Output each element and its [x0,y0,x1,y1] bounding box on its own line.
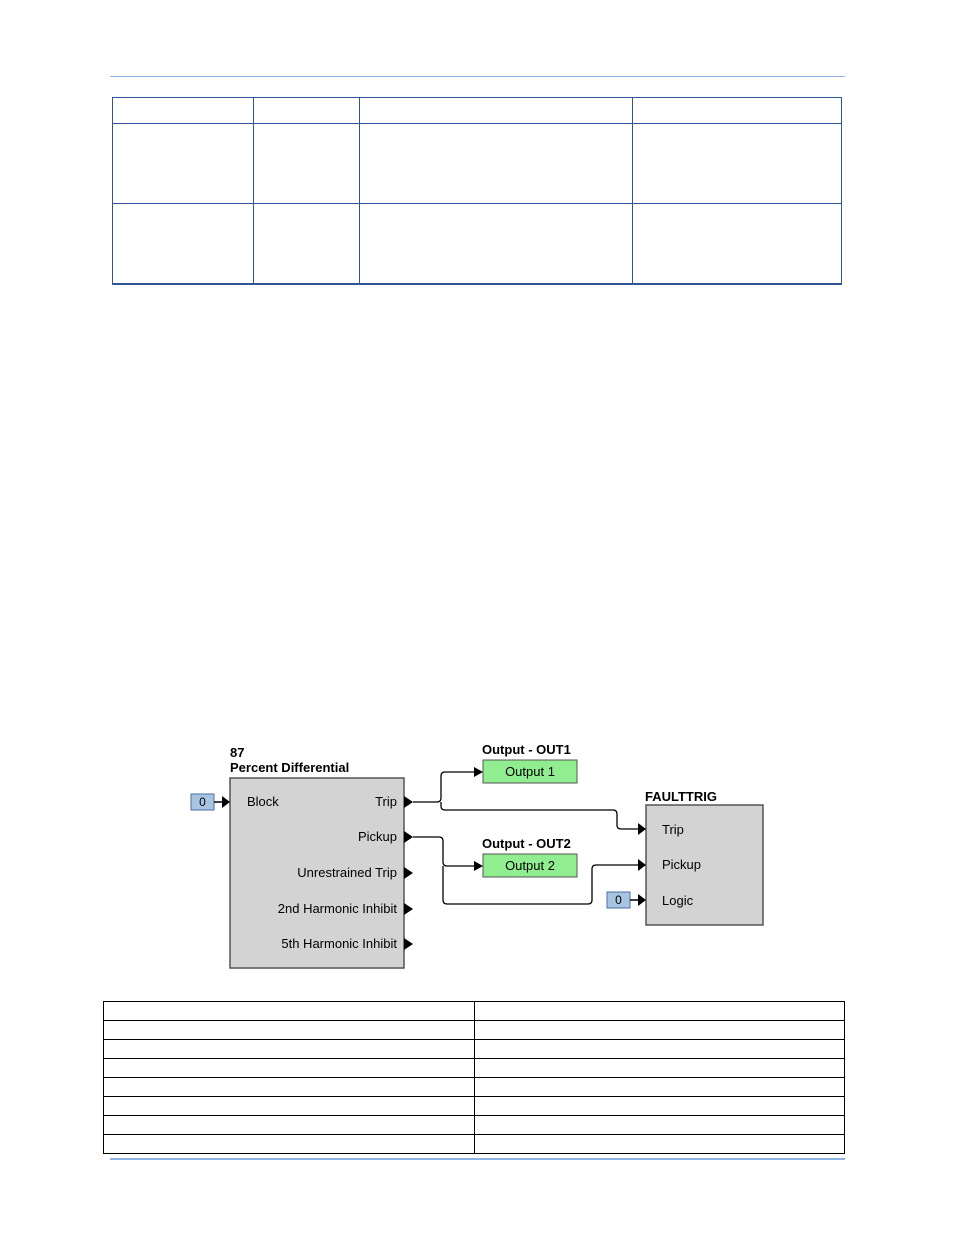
table-cell [474,1096,845,1116]
table-cell [632,203,842,285]
out2-label: Output 2 [505,858,555,873]
table-cell [103,1001,475,1021]
footer-rule [110,1158,845,1160]
settings-summary-table [103,1001,845,1154]
out2-title: Output - OUT2 [482,836,571,851]
table-row [103,1039,845,1059]
table-cell [103,1077,475,1097]
arrow-out1-input [474,767,483,777]
table-cell [632,97,842,124]
table-cell [359,203,633,285]
table-header-row [112,97,842,124]
table-cell [632,123,842,204]
table-cell [103,1096,475,1116]
header-rule [110,76,845,77]
faulttrig-in-trip: Trip [662,822,684,837]
constant-block-value: 0 [199,795,206,809]
table-cell [474,1058,845,1078]
block87-name: Percent Differential [230,760,349,775]
table-row [103,1134,845,1154]
block87-out-unrestrained: Unrestrained Trip [297,865,397,880]
table-cell [474,1020,845,1040]
out1-label: Output 1 [505,764,555,779]
block87-out-2nd-harmonic: 2nd Harmonic Inhibit [278,901,398,916]
table-cell [112,97,254,124]
table-cell [474,1001,845,1021]
faulttrig-title: FAULTTRIG [645,789,717,804]
arrow-out-unrestrained [404,867,413,879]
table-cell [112,203,254,285]
arrow-out-trip [404,796,413,808]
table-row [103,1001,845,1021]
faulttrig-in-pickup: Pickup [662,857,701,872]
wire-trip-faulttrig [440,802,639,830]
arrow-out-pickup [404,831,413,843]
table-row [112,203,842,285]
table-cell [359,97,633,124]
table-cell [253,97,360,124]
settings-table [112,97,842,285]
out2-block[interactable] [482,853,578,878]
arrow-out2-input [474,861,483,871]
table-row [103,1058,845,1078]
block87-body[interactable] [229,777,405,969]
arrow-faulttrig-pickup [638,859,646,871]
block87-out-trip: Trip [375,794,397,809]
block87-out-pickup: Pickup [358,829,397,844]
table-row [103,1115,845,1135]
table-cell [103,1134,475,1154]
table-row [103,1077,845,1097]
table-cell [103,1058,475,1078]
table-cell [112,123,254,204]
block87-input-label: Block [247,794,279,809]
table-cell [103,1020,475,1040]
block87-out-5th-harmonic: 5th Harmonic Inhibit [281,936,397,951]
table-cell [253,203,360,285]
wire-pickup-faulttrig [442,864,639,905]
out1-block[interactable] [482,759,578,784]
constant-logic-value: 0 [615,893,622,907]
block87-number: 87 [230,745,244,760]
arrow-out-2nd-harmonic [404,903,413,915]
table-cell [474,1039,845,1059]
table-cell [103,1115,475,1135]
wire-pickup-out2 [413,836,475,867]
table-cell [474,1115,845,1135]
arrow-faulttrig-logic [638,894,646,906]
arrow-faulttrig-trip [638,823,646,835]
table-row [112,123,842,204]
table-row [103,1020,845,1040]
table-cell [474,1077,845,1097]
arrow-out-5th-harmonic [404,938,413,950]
table-cell [103,1039,475,1059]
logic-diagram: 87 Percent Differential 0 Block Trip Pic… [190,742,764,969]
faulttrig-in-logic: Logic [662,893,694,908]
arrow-block-input [222,796,230,808]
wire-trip-out1 [413,771,475,803]
table-cell [359,123,633,204]
table-row [103,1096,845,1116]
table-cell [474,1134,845,1154]
out1-title: Output - OUT1 [482,742,571,757]
table-cell [253,123,360,204]
